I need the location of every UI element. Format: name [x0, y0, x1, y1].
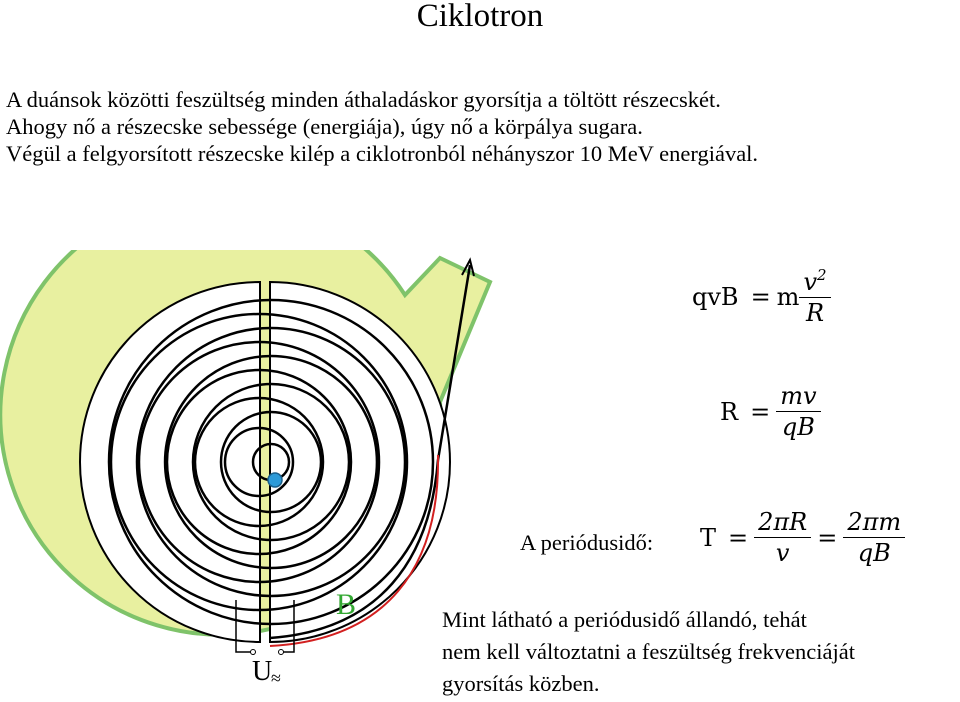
exit-track-red — [269, 454, 440, 647]
track-turn — [107, 298, 272, 626]
track-turn — [270, 410, 323, 514]
formula-lhs: R — [720, 397, 739, 426]
terminal — [250, 649, 256, 655]
numerator: 2πm — [847, 508, 902, 536]
numerator: mv — [780, 382, 817, 410]
voltage-circuit — [235, 600, 295, 655]
track-turn — [223, 426, 260, 498]
conclusion-text: Mint látható a periódusidő állandó, tehá… — [442, 604, 855, 700]
exit-arrow-head — [461, 257, 475, 277]
wire-right — [282, 600, 295, 653]
exit-track — [269, 264, 472, 640]
cyclotron-diagram: B U ≈ — [0, 250, 493, 688]
page-title: Ciklotron — [416, 0, 544, 34]
track-turn — [270, 354, 379, 570]
denominator: qB — [843, 537, 906, 567]
numerator: 2πR — [758, 508, 808, 536]
track-turn — [109, 312, 260, 612]
track-turn — [270, 326, 407, 598]
voltage-label: U — [252, 656, 272, 687]
period-label: A periódusidő: — [520, 530, 654, 555]
track-turn — [135, 326, 272, 598]
formula-coef: m — [776, 282, 800, 311]
denominator: v — [754, 537, 812, 567]
denominator: qB — [776, 411, 821, 441]
track-turn — [165, 368, 260, 556]
track-turn — [219, 410, 272, 514]
formula-lhs: qvB — [692, 282, 739, 311]
track-turn — [270, 298, 435, 626]
conclusion-line: nem kell változtatni a feszültség frekve… — [442, 639, 855, 664]
track-turn — [258, 312, 409, 612]
conclusion-line: gyorsítás közben. — [442, 671, 600, 696]
exponent: 2 — [817, 266, 827, 284]
equals-sign: = — [728, 523, 749, 552]
particle-source — [267, 472, 283, 488]
magnetic-field-label: B — [336, 588, 356, 621]
terminal — [278, 649, 284, 655]
intro-line: A duánsok közötti feszültség minden átha… — [6, 87, 721, 112]
track-turn — [258, 368, 353, 556]
equals-sign: = — [750, 397, 771, 426]
track-turn — [258, 340, 381, 584]
track-turn — [270, 382, 351, 542]
intro-line: Végül a felgyorsított részecske kilép a … — [6, 141, 759, 166]
track-turn — [137, 340, 260, 584]
denominator: R — [799, 297, 831, 327]
track-turn — [258, 426, 295, 498]
intro-text: A duánsok közötti feszültség minden átha… — [6, 86, 956, 167]
track-turn — [191, 382, 272, 542]
formula-lhs: T — [700, 523, 717, 552]
exit-path — [269, 257, 475, 647]
numerator: v — [803, 268, 817, 296]
ac-symbol: ≈ — [271, 668, 281, 688]
conclusion-line: Mint látható a periódusidő állandó, tehá… — [442, 607, 807, 632]
track-turn — [251, 442, 272, 482]
track-turn — [193, 396, 260, 528]
track-turn — [163, 354, 272, 570]
intro-line: Ahogy nő a részecske sebessége (energiáj… — [6, 114, 643, 139]
wire-left — [235, 600, 252, 653]
equals-sign: = — [750, 282, 771, 311]
equals-sign: = — [817, 523, 838, 552]
track-turn — [258, 396, 325, 528]
spiral-track — [107, 298, 435, 626]
